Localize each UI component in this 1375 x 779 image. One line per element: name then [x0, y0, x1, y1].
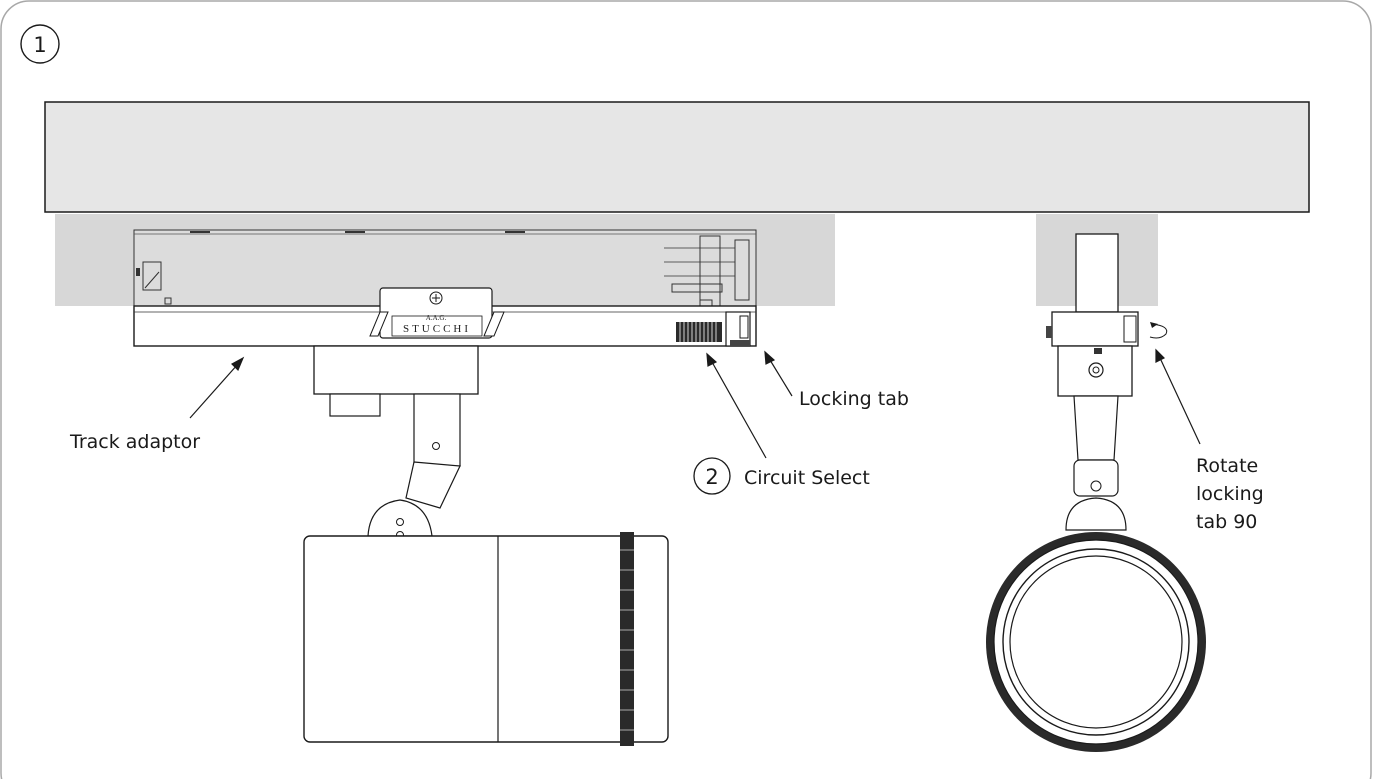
brand-name: STUCCHI — [403, 323, 471, 335]
circuit-select-dial — [676, 322, 722, 342]
spotlight-body — [303, 535, 669, 743]
label-rotate-line1: Rotate — [1196, 455, 1258, 477]
circuit-select-badge: 2 — [693, 457, 731, 495]
ceiling-track — [44, 101, 1310, 213]
step-number: 1 — [33, 33, 46, 57]
mounting-block — [313, 345, 479, 395]
label-circuit-select: Circuit Select — [744, 467, 870, 489]
circuit-select-number: 2 — [705, 465, 718, 489]
leader-lines — [189, 348, 1201, 459]
knurled-ring — [620, 532, 634, 746]
side-view-fixture: A.A.G. STUCCHI — [55, 214, 835, 746]
step-badge: 1 — [20, 24, 60, 64]
label-rotate-line2: locking — [1196, 483, 1264, 505]
brand-small-text: A.A.G. — [426, 314, 447, 322]
label-track-adaptor: Track adaptor — [69, 431, 200, 453]
label-locking-tab: Locking tab — [799, 388, 909, 410]
front-view-fixture — [986, 214, 1206, 752]
label-rotate-line3: tab 90 — [1196, 511, 1257, 533]
lens — [1009, 555, 1183, 729]
front-locking-tab — [1051, 311, 1139, 347]
